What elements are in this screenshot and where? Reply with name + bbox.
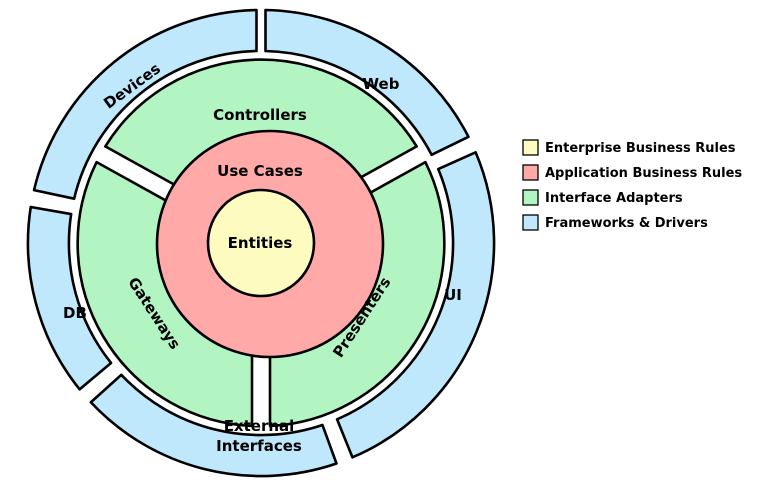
ring-segment-db [26,205,113,391]
legend-label-adapters: Interface Adapters [545,191,683,206]
legend: Enterprise Business Rules Application Bu… [522,139,742,231]
legend-label-enterprise: Enterprise Business Rules [545,141,736,156]
legend-swatch-frameworks [522,214,539,231]
ring-segment-external-interfaces [89,373,338,478]
label-interfaces: Interfaces [216,437,302,455]
legend-swatch-enterprise [522,139,539,156]
label-use-cases: Use Cases [217,162,303,180]
legend-swatch-application [522,164,539,181]
ring-segment-web [264,8,470,157]
entities-circle [206,188,316,298]
label-db: DB [63,304,87,322]
label-external: External [224,417,295,435]
label-entities: Entities [228,234,293,252]
label-web: Web [363,75,400,93]
ring-segment-ui [335,151,496,459]
legend-label-frameworks: Frameworks & Drivers [545,216,708,231]
frameworks-ring [26,8,496,478]
label-controllers: Controllers [213,106,307,124]
legend-label-application: Application Business Rules [545,166,742,181]
legend-swatch-adapters [522,189,539,206]
ring-segment-devices [32,8,258,200]
label-ui: UI [444,286,462,304]
